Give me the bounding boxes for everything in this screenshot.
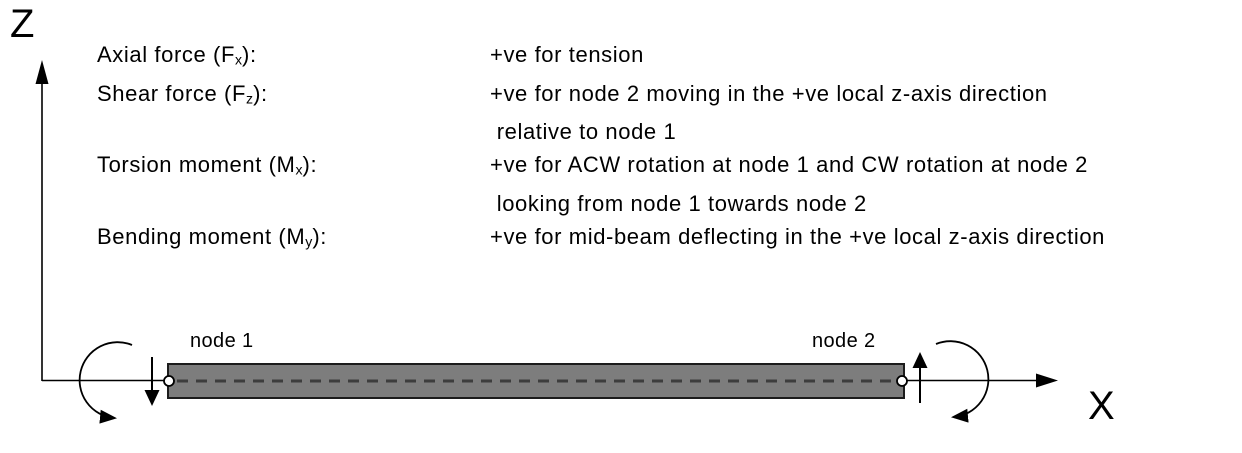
convention-description: +ve for mid-beam deflecting in the +ve l… [490,223,1105,249]
x-axis-label: X [1088,384,1115,428]
node1-marker [163,375,175,387]
node2-rotation-arrow-icon [935,340,990,423]
term-subscript: x [234,51,243,68]
node2-marker [896,375,908,387]
node2-shear-arrowhead-icon [912,352,928,368]
term-suffix: ): [312,223,327,249]
term-suffix: ): [302,152,318,178]
convention-term: Shear force (Fz): [97,77,490,116]
convention-description: +ve for node 2 moving in the +ve local z… [490,80,1048,106]
term-subscript: z [246,90,254,107]
term-subscript: x [295,161,303,178]
convention-term: Torsion moment (Mx): [97,148,490,187]
term-text: Axial force (F [97,42,235,67]
z-axis-label: Z [10,2,35,46]
x-axis-arrowhead-icon [1036,373,1058,388]
convention-description: +ve for tension [490,42,644,67]
term-text: Torsion moment (M [97,152,296,178]
convention-description: looking from node 1 towards node 2 [490,190,867,216]
node2-label: node 2 [812,330,876,352]
term-suffix: ): [253,80,268,106]
convention-description: +ve for ACW rotation at node 1 and CW ro… [490,152,1088,178]
term-suffix: ): [242,42,257,67]
term-text: Bending moment (M [97,223,306,249]
z-axis-arrowhead-icon [35,60,49,84]
convention-term: Bending moment (My): [97,220,490,259]
node1-rotation-arrow-icon [78,341,133,424]
convention-term: Axial force (Fx): [97,38,490,77]
term-text: Shear force (F [97,80,247,106]
convention-description: relative to node 1 [490,119,677,145]
node1-label: node 1 [190,330,254,352]
conventions-table: Axial force (Fx): +ve for tension Shear … [97,38,1105,258]
term-subscript: y [305,233,313,250]
node1-shear-arrowhead-icon [144,390,160,406]
